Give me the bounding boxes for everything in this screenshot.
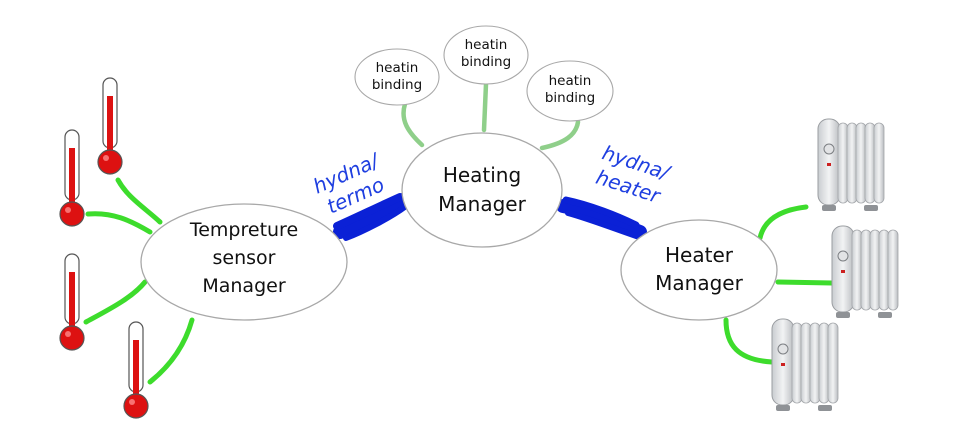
sensor-link [83,279,148,325]
heater-link [775,279,835,286]
heater-manager-node: Heater Manager [620,219,778,321]
bridge-label-heater: hydna/ heater [593,140,674,208]
node-label-line: Heater [665,243,734,267]
node-label-line: Heating [443,163,521,187]
binding-node: heatin binding [354,48,440,106]
sensor-link [147,317,195,385]
binding-label-line: binding [545,90,595,106]
binding-node: heatin binding [526,60,614,122]
thermometer-icon [97,77,123,175]
oil-radiator-heater-icon [771,318,839,412]
binding-link [539,119,581,151]
oil-radiator-heater-icon [817,118,885,212]
node-label-line: Manager [202,275,285,297]
binding-label-line: heatin [549,73,592,89]
sensor-manager-node: Tempreture sensor Manager [140,203,348,321]
binding-label-line: heatin [376,60,419,76]
node-label-line: Tempreture [189,219,298,241]
thermometer-icon [123,321,149,419]
node-label-line: Manager [438,192,526,216]
node-label-line: sensor [213,247,276,269]
heating-manager-node: Heating Manager [401,132,563,248]
sensor-link [85,211,153,235]
binding-label-line: heatin [465,37,508,53]
heater-link [757,204,809,241]
heater-link [723,317,775,365]
binding-link [401,101,425,148]
node-label-line: Manager [655,271,743,295]
oil-radiator-heater-icon [831,225,899,319]
thermometer-icon [59,253,85,351]
thermometer-icon [59,129,85,227]
binding-label-line: binding [461,54,511,70]
binding-label-line: binding [372,77,422,93]
binding-link [481,81,489,133]
bridge-termo [333,193,410,241]
bridge-heater [556,196,647,241]
sensor-link [115,177,163,225]
binding-node: heatin binding [443,25,529,85]
